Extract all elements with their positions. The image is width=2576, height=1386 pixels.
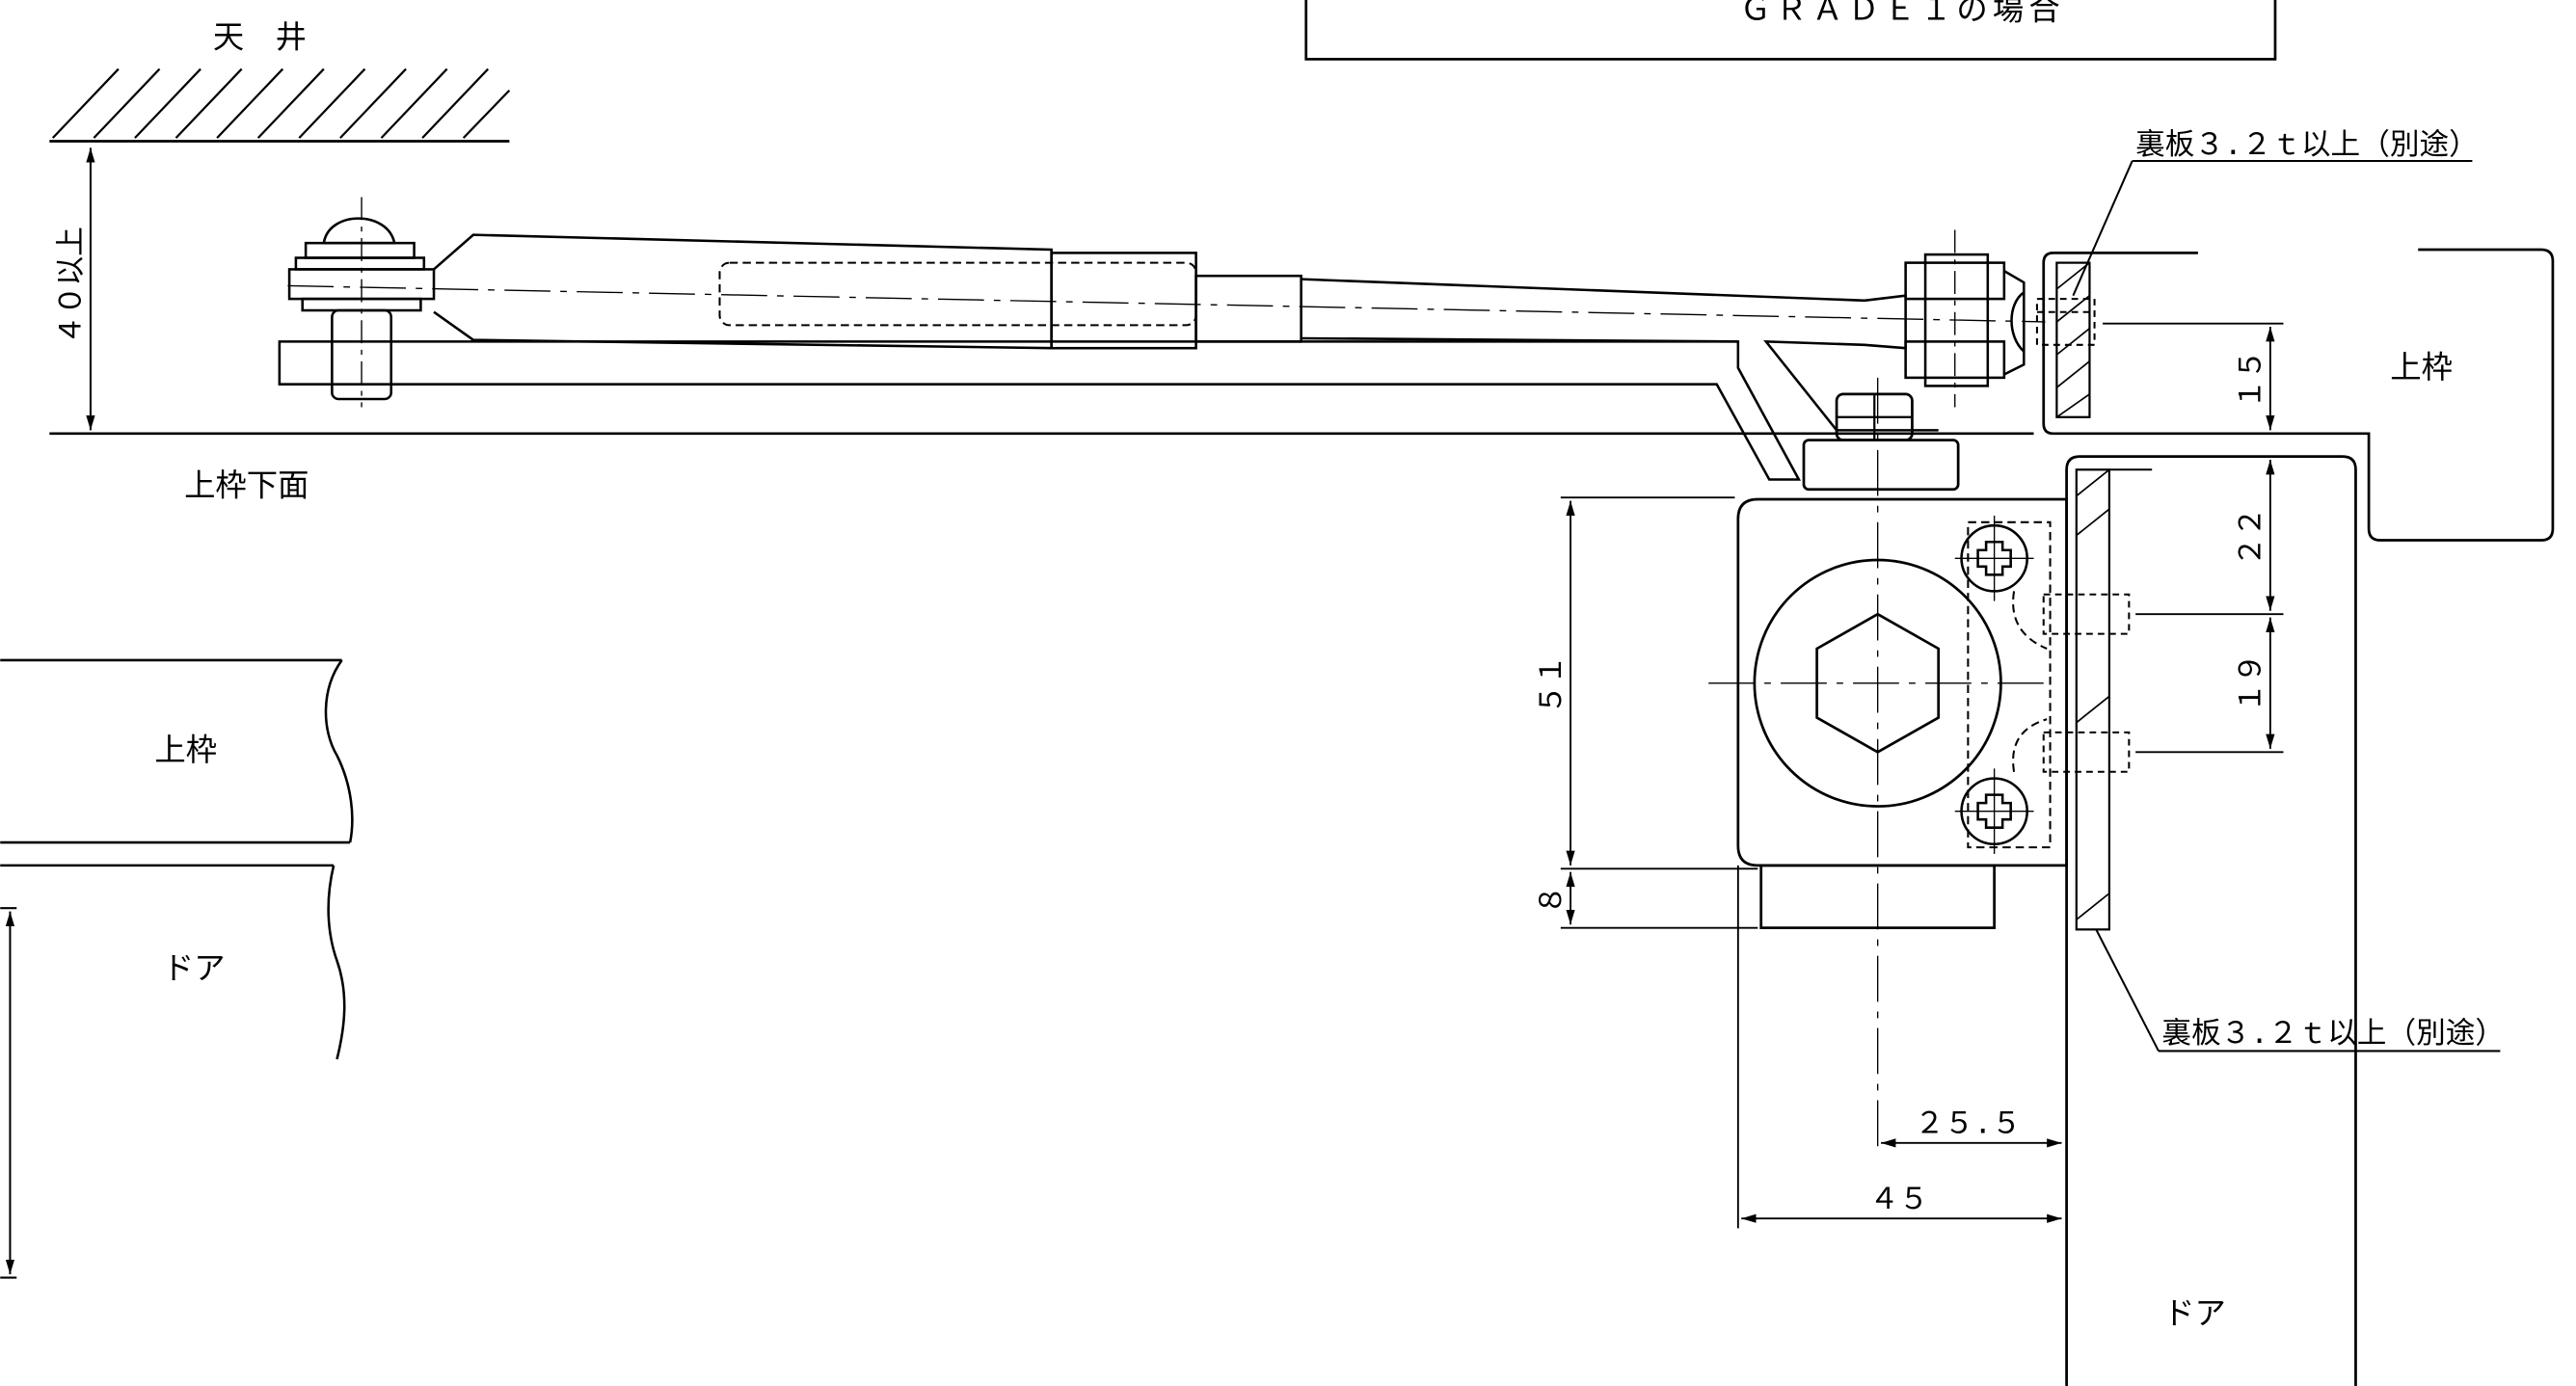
clearance-dimension: ４０以上 [55,147,95,431]
backplate-note-top: 裏板３.２ｔ以上（別途） [2072,128,2479,297]
dim-19: １９ [2235,653,2268,712]
backplate-top-label: 裏板３.２ｔ以上（別途） [2135,128,2479,162]
grade-note-box: ＧＲＡＤＥ１の場合 [1304,0,2277,61]
frame-right-label: 上枠 [2390,349,2453,386]
left-frame-section [0,658,354,844]
dimension-15: １５ [2103,322,2284,431]
frame-left-label: 上枠 [154,732,217,768]
dim-22: ２２ [2235,507,2268,566]
dim-ceiling-clearance: ４０以上 [55,227,89,345]
ceiling-hatch [49,67,511,143]
closer-body [1708,377,2131,1150]
grade-note: ＧＲＡＤＥ１の場合 [1740,0,2065,27]
door-right-label: ドア [2163,1294,2226,1331]
door-right-section [2065,455,2357,1386]
upper-frame-right [2042,248,2555,542]
ceiling-label: 天 井 [213,18,307,55]
dim-51: ５１ [1535,655,1569,714]
dim-8: ８ [1535,885,1569,915]
closer-arm [278,197,2096,481]
dim-15: １５ [2235,350,2268,409]
frame-underside-label: 上枠下面 [184,467,309,504]
dim-45: ４５ [1869,1183,1928,1216]
dimension-51-8: ５１ ８ [1535,496,1758,929]
door-left-label: ドア [163,949,226,986]
backplate-note-bottom: 裏板３.２ｔ以上（別途） [2095,928,2505,1053]
dimension-22-19: ２２ １９ [2135,460,2284,754]
dimension-25-5-45: ２５.５ ４５ [1736,865,2062,1229]
backplate-bottom-label: 裏板３.２ｔ以上（別途） [2161,1017,2505,1051]
left-door-section [0,864,346,1279]
dim-25-5: ２５.５ [1915,1107,2021,1141]
